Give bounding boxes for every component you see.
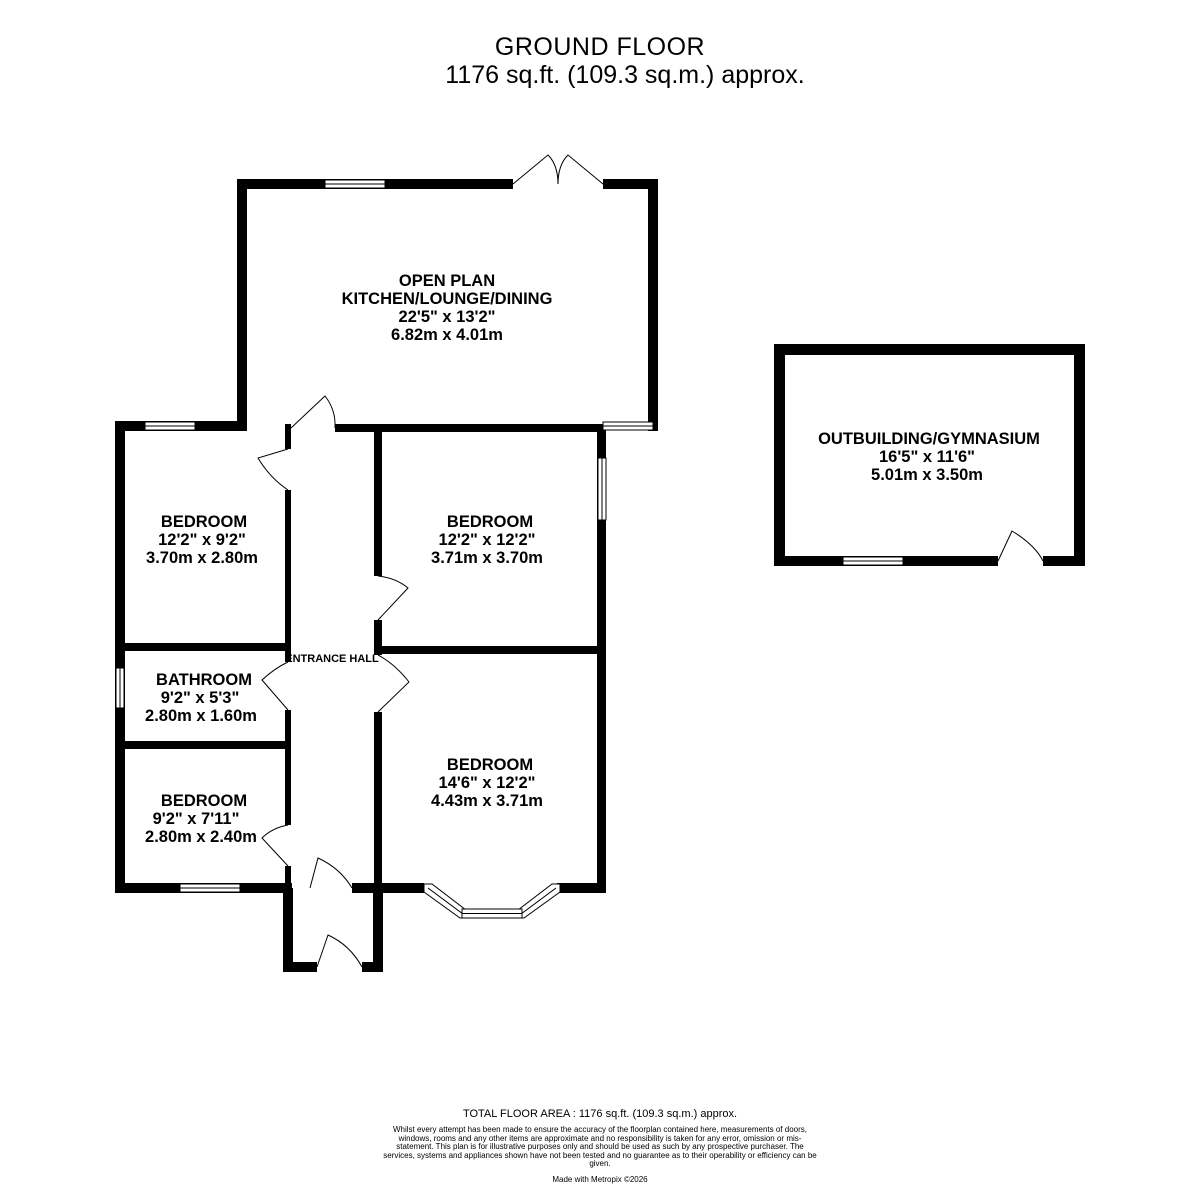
room-bedroom-a: BEDROOM 12'2" x 9'2" 3.70m x 2.80m xyxy=(146,513,258,567)
wall xyxy=(374,424,382,576)
wall xyxy=(285,424,291,449)
floor-area: 1176 sq.ft. (109.3 sq.m.) approx. xyxy=(445,61,805,89)
wall xyxy=(115,741,291,749)
room-bedroom-b: BEDROOM 12'2" x 12'2" 3.71m x 3.70m xyxy=(431,513,543,567)
disclaimer: Whilst every attempt has been made to en… xyxy=(383,1125,817,1169)
door xyxy=(377,654,410,713)
room-bathroom: BATHROOM 9'2" x 5'3" 2.80m x 1.60m xyxy=(145,671,257,725)
room-name: BATHROOM xyxy=(156,671,252,689)
room-name: BEDROOM xyxy=(447,513,533,531)
room-bedroom-c: BEDROOM 14'6" x 12'2" 4.43m x 3.71m xyxy=(431,756,543,810)
room-dimensions-imperial: 12'2" x 9'2" xyxy=(158,531,246,549)
wall xyxy=(597,424,606,893)
room-name: BEDROOM xyxy=(447,756,533,774)
wall xyxy=(283,962,317,972)
doors xyxy=(257,154,604,968)
total-floor-area: TOTAL FLOOR AREA : 1176 sq.ft. (109.3 sq… xyxy=(462,1108,738,1120)
wall xyxy=(352,883,424,893)
room-dimensions-metric: 2.80m x 2.40m xyxy=(145,828,257,846)
credit: Made with Metropix ©2026 xyxy=(552,1175,648,1184)
room-name: OPEN PLAN xyxy=(399,272,495,290)
wall xyxy=(557,883,606,893)
room-dimensions-metric: 3.70m x 2.80m xyxy=(146,549,258,567)
door xyxy=(316,934,363,968)
room-dimensions-metric: 2.80m x 1.60m xyxy=(145,707,257,725)
wall xyxy=(374,620,382,655)
room-dimensions-imperial: 16'5" x 11'6" xyxy=(879,448,975,466)
room-bedroom-d: BEDROOM 9'2" x 7'11" 2.80m x 2.40m xyxy=(145,792,257,846)
floor-title: GROUND FLOOR xyxy=(494,33,706,61)
room-entrance-hall: ENTRANCE HALL xyxy=(285,653,379,665)
wall xyxy=(774,344,1085,355)
wall xyxy=(648,179,658,431)
outbuilding xyxy=(774,344,1085,566)
wall xyxy=(362,962,383,972)
room-name: BEDROOM xyxy=(161,792,247,810)
wall xyxy=(285,866,291,893)
room-dimensions-metric: 3.71m x 3.70m xyxy=(431,549,543,567)
room-name: BEDROOM xyxy=(161,513,247,531)
wall xyxy=(774,344,785,566)
room-dimensions-metric: 5.01m x 3.50m xyxy=(871,466,983,484)
windows xyxy=(115,179,654,919)
room-dimensions-imperial: 9'2" x 7'11" xyxy=(153,810,240,828)
wall xyxy=(374,646,606,654)
door xyxy=(377,575,409,621)
door xyxy=(997,530,1044,562)
room-name: OUTBUILDING/GYMNASIUM xyxy=(818,430,1040,448)
wall xyxy=(283,888,293,972)
door xyxy=(257,448,289,491)
room-name: KITCHEN/LOUNGE/DINING xyxy=(342,290,553,308)
wall xyxy=(115,643,291,651)
door xyxy=(261,824,289,867)
room-dimensions-metric: 4.43m x 3.71m xyxy=(431,792,543,810)
door xyxy=(290,395,336,429)
room-name: ENTRANCE HALL xyxy=(285,653,379,665)
wall xyxy=(1074,344,1085,566)
wall xyxy=(285,490,291,662)
wall xyxy=(237,179,247,431)
door xyxy=(261,661,289,711)
room-outbuilding: OUTBUILDING/GYMNASIUM 16'5" x 11'6" 5.01… xyxy=(818,430,1040,484)
door xyxy=(557,154,604,185)
room-dimensions-imperial: 22'5" x 13'2" xyxy=(399,308,496,326)
wall xyxy=(373,888,383,972)
door xyxy=(512,154,559,185)
bay-window xyxy=(423,883,561,919)
wall xyxy=(1043,556,1085,566)
wall xyxy=(285,710,291,825)
wall xyxy=(335,424,605,432)
wall xyxy=(374,712,382,893)
wall xyxy=(115,421,125,893)
room-open-plan: OPEN PLAN KITCHEN/LOUNGE/DINING 22'5" x … xyxy=(342,272,553,344)
wall xyxy=(603,179,658,189)
door xyxy=(309,857,353,889)
room-dimensions-imperial: 12'2" x 12'2" xyxy=(439,531,536,549)
room-dimensions-imperial: 14'6" x 12'2" xyxy=(439,774,536,792)
room-dimensions-imperial: 9'2" x 5'3" xyxy=(161,689,240,707)
room-dimensions-metric: 6.82m x 4.01m xyxy=(391,326,503,344)
